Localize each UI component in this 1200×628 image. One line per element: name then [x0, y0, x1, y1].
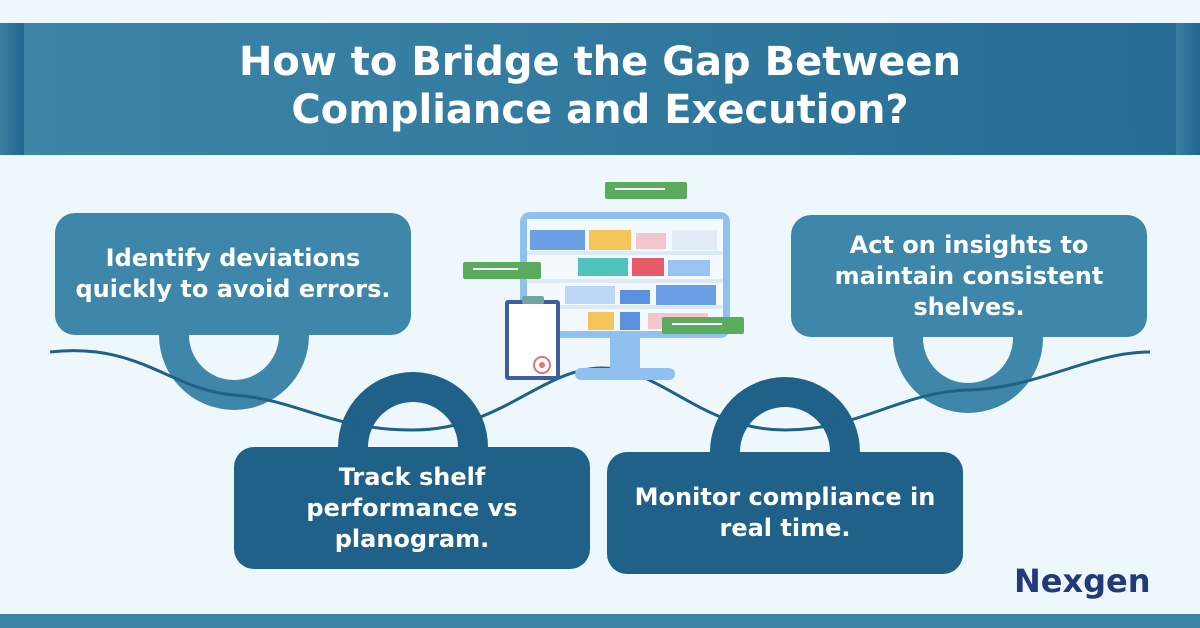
step-text: Identify deviations quickly to avoid err…	[75, 244, 391, 303]
title-line-1: How to Bridge the Gap Between	[238, 39, 962, 85]
step-text: Track shelf performance vs planogram.	[306, 462, 518, 553]
step-text: Act on insights to maintain consistent s…	[834, 230, 1104, 321]
step-card-track-shelf: Track shelf performance vs planogram.	[234, 447, 590, 569]
bottom-bar	[0, 614, 1200, 628]
step-card-identify-deviations: Identify deviations quickly to avoid err…	[55, 213, 411, 335]
monitor-illustration	[463, 182, 744, 380]
step-text: Monitor compliance in real time.	[634, 483, 936, 542]
brand-logo: Nexgen	[1014, 562, 1151, 600]
step-card-act-on-insights: Act on insights to maintain consistent s…	[791, 215, 1147, 337]
step-card-monitor-compliance: Monitor compliance in real time.	[607, 452, 963, 574]
title-banner	[0, 23, 1200, 155]
title-line-2: Compliance and Execution?	[291, 87, 909, 133]
